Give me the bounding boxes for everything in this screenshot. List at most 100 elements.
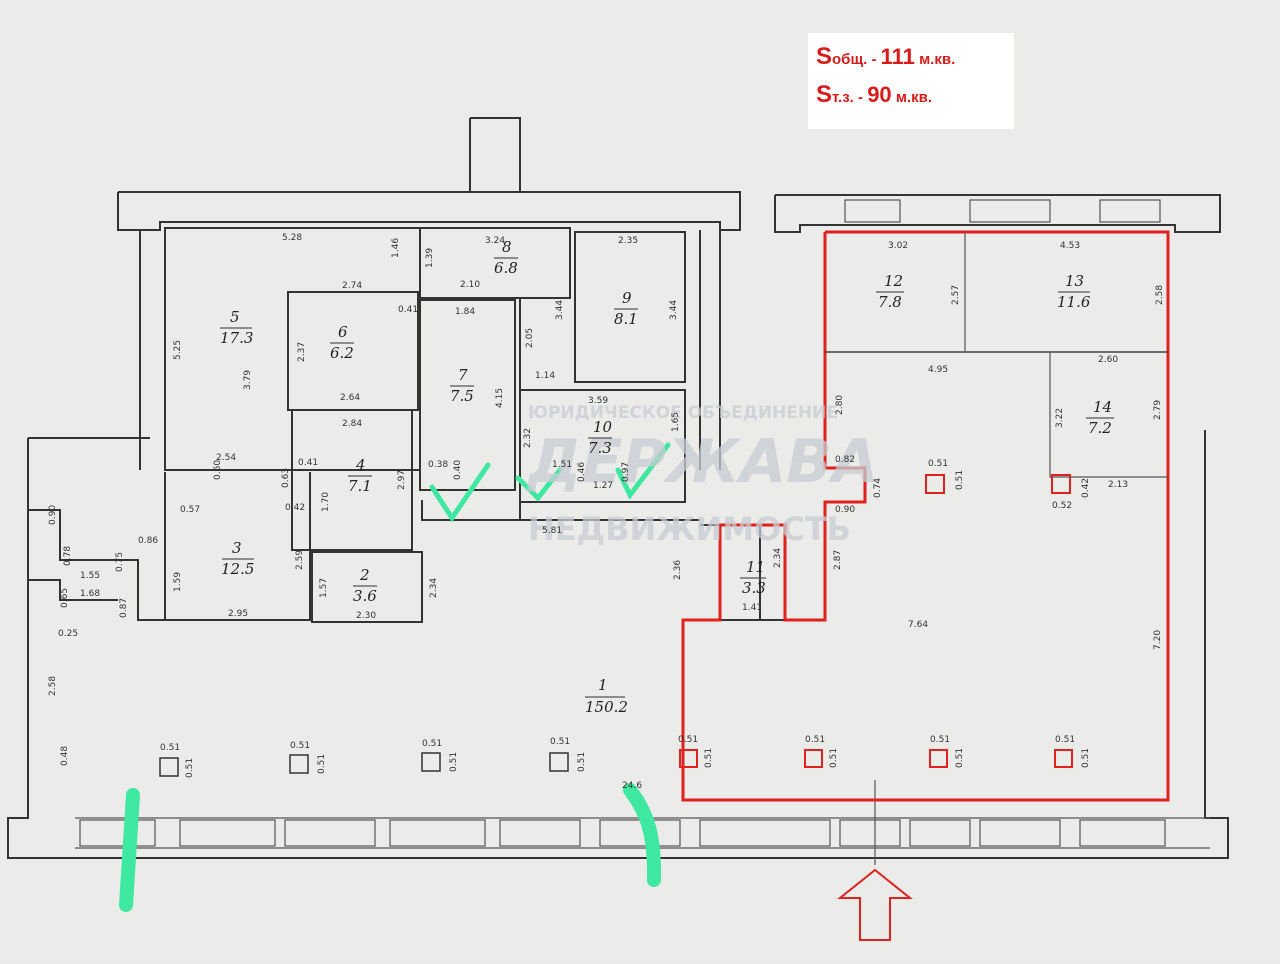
dimension-label: 1.41 (742, 603, 762, 613)
windows-bottom (79, 819, 1166, 847)
dimension-label: 2.36 (673, 560, 683, 580)
dimension-label: 2.95 (228, 609, 248, 619)
columns (159, 474, 1073, 777)
dimension-label: 0.48 (60, 746, 70, 766)
room-11: 113.3 (740, 558, 766, 597)
dimension-label: 2.34 (429, 578, 439, 598)
room-area: 150.2 (585, 698, 628, 716)
room-number: 11 (746, 558, 765, 576)
entrance-arrow-icon (837, 868, 913, 941)
dimension-label: 1.68 (80, 589, 100, 599)
dimension-label: 2.05 (525, 328, 535, 348)
dimension-label: 3.44 (555, 300, 565, 320)
dimension-label: 0.87 (119, 598, 129, 618)
check-icon (515, 467, 563, 502)
dimension-label: 2.97 (397, 470, 407, 490)
dimension-label: 0.51 (704, 748, 714, 768)
dimension-label: 0.65 (60, 588, 70, 608)
room-number: 14 (1093, 398, 1112, 416)
dimension-label: 1.39 (425, 248, 435, 268)
dimension-label: 0.51 (928, 459, 948, 469)
retail-area-unit: м.кв. (891, 89, 932, 106)
dimension-label: 2.10 (460, 280, 480, 290)
room-area: 12.5 (221, 560, 254, 578)
total-area-symbol: S (816, 43, 833, 70)
windows-top (844, 199, 1161, 223)
dimension-label: 3.02 (888, 241, 908, 251)
dimension-label: 2.87 (833, 550, 843, 570)
room-area: 7.5 (450, 387, 474, 405)
dimension-label: 0.90 (835, 505, 855, 515)
highlighted-area (681, 230, 1170, 802)
retail-area-line: Sт.з. - 90 м.кв. (816, 81, 1014, 119)
dimension-label: 5.25 (173, 340, 183, 360)
room-area: 7.8 (878, 293, 902, 311)
room-number: 3 (232, 539, 242, 557)
room-area: 3.6 (353, 587, 377, 605)
room-number: 9 (622, 289, 632, 307)
dimension-label: 0.51 (955, 470, 965, 490)
dimension-label: 3.24 (485, 236, 505, 246)
dimension-label: 2.54 (216, 453, 236, 463)
dimension-label: 1.46 (391, 238, 401, 258)
room-area: 6.2 (330, 344, 354, 362)
dimension-label: 0.86 (138, 536, 158, 546)
room-8: 86.8 (494, 238, 518, 277)
dimension-label: 3.59 (588, 396, 608, 406)
room-area: 11.6 (1057, 293, 1091, 311)
room-2: 23.6 (353, 566, 377, 605)
dimension-label: 1.65 (671, 412, 681, 432)
dimension-label: 0.52 (1052, 501, 1072, 511)
room-number: 10 (593, 418, 613, 436)
dimension-label: 0.75 (115, 552, 125, 572)
dimension-label: 2.59 (295, 550, 305, 570)
dimension-label: 0.51 (449, 752, 459, 772)
dimension-label: 7.64 (908, 620, 928, 630)
dimension-label: 0.51 (422, 739, 442, 749)
dimension-label: 7.20 (1153, 630, 1163, 650)
room-area: 7.3 (588, 439, 612, 457)
room-area: 3.3 (742, 579, 766, 597)
dimension-label: 1.59 (173, 572, 183, 592)
dimension-label: 4.53 (1060, 241, 1080, 251)
dimension-label: 2.37 (297, 342, 307, 362)
dimension-label: 2.58 (1155, 285, 1165, 305)
room-number: 8 (502, 238, 512, 256)
dimension-label: 0.90 (48, 505, 58, 525)
dimension-label: 0.40 (453, 460, 463, 480)
dimension-label: 0.42 (285, 503, 305, 513)
dimension-label: 2.80 (835, 395, 845, 415)
room-12: 127.8 (876, 272, 904, 311)
dimension-label: 2.57 (951, 285, 961, 305)
dimension-label: 1.55 (80, 571, 100, 581)
dimension-label: 0.42 (1081, 478, 1091, 498)
dimension-label: 0.60 (213, 460, 223, 480)
room-number: 5 (230, 308, 240, 326)
dimension-label: 1.84 (455, 307, 475, 317)
room-3: 312.5 (221, 539, 254, 578)
room-4: 47.1 (348, 456, 372, 495)
room-number: 6 (338, 323, 348, 341)
dimension-label: 2.32 (523, 428, 533, 448)
dimension-label: 1.57 (319, 578, 329, 598)
retail-area-separator: - (853, 89, 868, 106)
dimension-label: 1.14 (535, 371, 555, 381)
interior-walls (28, 227, 785, 623)
dimension-label: 0.38 (428, 460, 448, 470)
room-area: 7.1 (348, 477, 372, 495)
retail-area-value: 90 (867, 82, 892, 107)
dimension-label: 0.97 (621, 462, 631, 482)
room-9: 98.1 (614, 289, 638, 328)
room-area: 6.8 (494, 259, 518, 277)
dimension-label: 0.51 (678, 735, 698, 745)
green-markers (119, 442, 671, 912)
dimension-label: 2.35 (618, 236, 638, 246)
room-6: 66.2 (330, 323, 354, 362)
dimension-label: 5.81 (542, 526, 562, 536)
total-area-value: 111 (880, 44, 915, 69)
dimension-label: 0.51 (1081, 748, 1091, 768)
dimension-label: 2.64 (340, 393, 360, 403)
